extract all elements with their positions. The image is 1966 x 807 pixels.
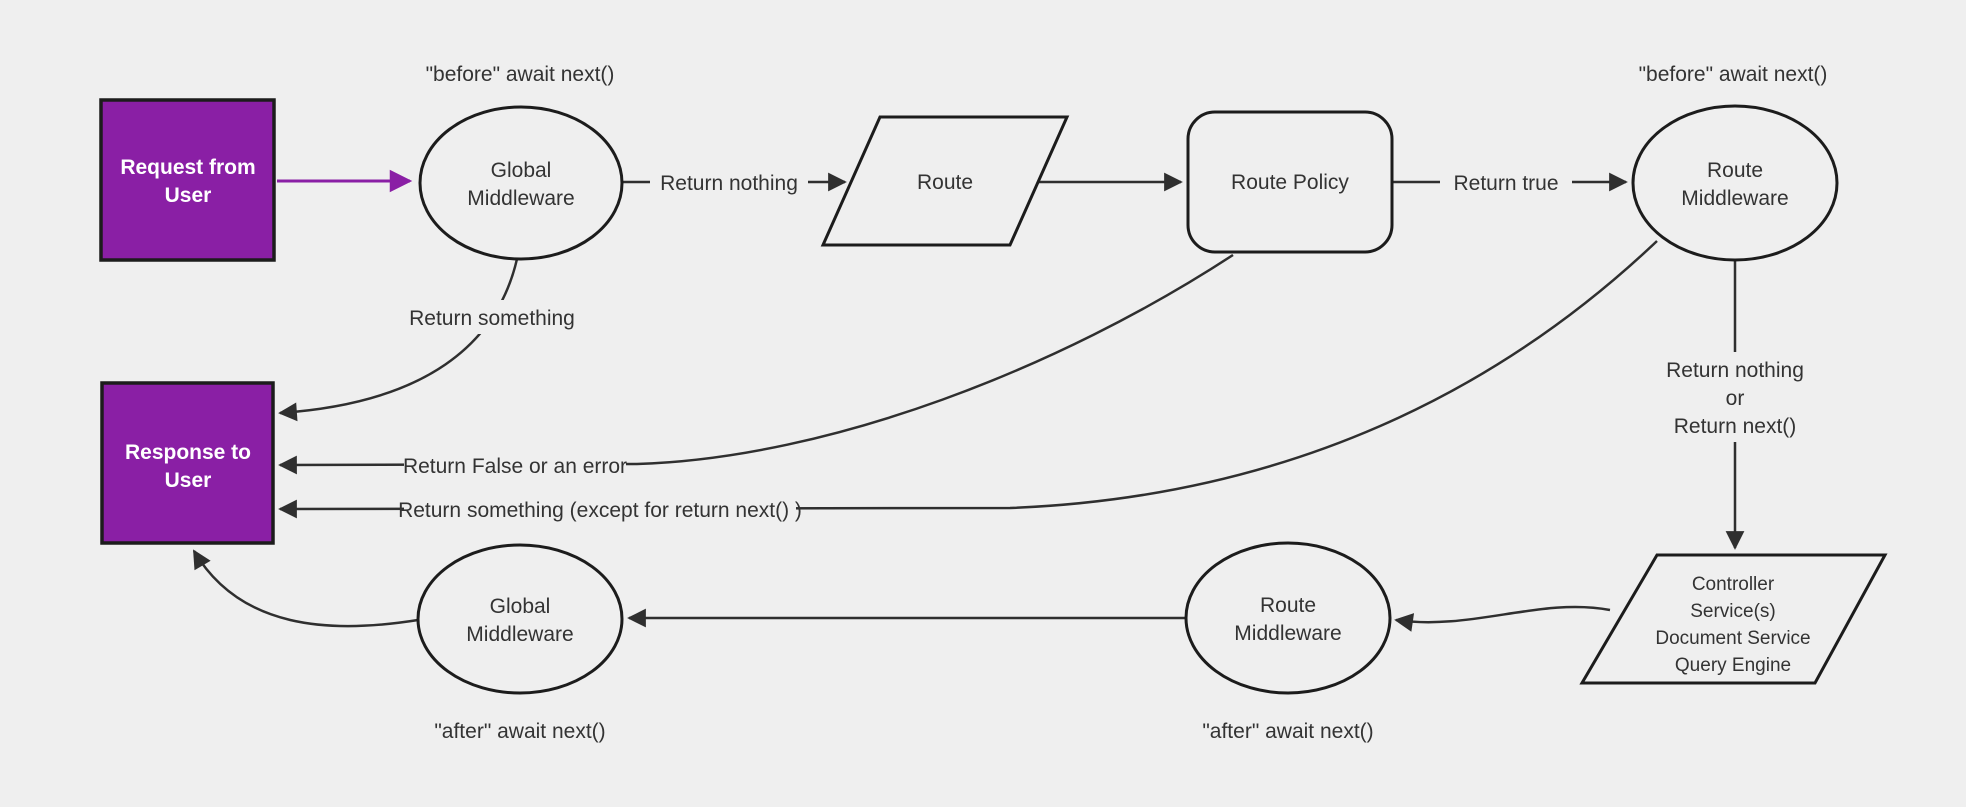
annotation-after-await-left: "after" await next() [434,720,605,743]
controller-parallelogram [1579,553,1888,685]
edge-controller-to-route-middleware-after [1394,605,1611,632]
edge-label-text: or [1726,387,1745,410]
request-from-user-box [99,98,276,262]
node-label-line1: Global [491,159,552,182]
node-label-line3: Document Service [1655,628,1810,649]
node-label-line2: Middleware [467,187,574,210]
annotation-before-await-left: "before" await next() [426,63,615,86]
edge-global-middleware-to-response [192,549,419,628]
label-background [406,300,578,334]
node-global-middleware-bottom: Global Middleware [416,543,624,695]
label-background [1440,166,1572,198]
node-label-line1: Route [1260,594,1316,617]
node-label: Route Policy [1231,171,1349,194]
node-response-to-user: Response to User [100,381,275,545]
node-label-line2: User [165,184,212,207]
node-label-line1: Route [1707,159,1763,182]
node-label-line2: Service(s) [1690,601,1776,622]
node-label-line2: Middleware [1234,622,1341,645]
node-global-middleware-top: Global Middleware [418,105,624,261]
node-route-policy: Route Policy [1186,110,1394,254]
label-background [404,493,796,525]
route-parallelogram [820,115,1070,247]
route-middleware-ellipse [1184,541,1392,695]
global-middleware-ellipse [416,543,624,695]
edge-label-text: Return something (except for return next… [398,499,802,522]
label-background [650,166,808,198]
node-label-line2: User [165,469,212,492]
edge-label-text: Return true [1453,172,1558,195]
annotation-before-await-right: "before" await next() [1639,63,1828,86]
route-policy-box [1186,110,1394,254]
edge-label-return-something-except: Return something (except for return next… [398,493,802,525]
edge-label-return-something: Return something [406,300,578,334]
edge-label-text: Return nothing [1666,359,1804,382]
edge-label-text: Return something [409,307,575,330]
edge-label-return-nothing: Return nothing [650,166,808,198]
node-label-line2: Middleware [466,623,573,646]
edge-route-middleware-return-something-except [278,240,1658,519]
edge-global-middleware-return-something [278,258,519,422]
node-route: Route [820,115,1070,247]
label-background [404,449,626,481]
node-route-middleware-top: Route Middleware [1631,104,1839,262]
node-request-from-user: Request from User [99,98,276,262]
edge-label-text: Return nothing [660,172,798,195]
edge-label-return-true: Return true [1440,166,1572,198]
response-to-user-box [100,381,275,545]
global-middleware-ellipse [418,105,624,261]
edge-label-return-false-or-error: Return False or an error [403,449,627,481]
node-label-line1: Global [490,595,551,618]
edge-label-text: Return next() [1674,415,1797,438]
node-controller-services: Controller Service(s) Document Service Q… [1579,553,1888,685]
route-middleware-ellipse [1631,104,1839,262]
edge-label-return-nothing-or-next: Return nothing or Return next() [1632,352,1838,442]
node-label-line4: Query Engine [1675,655,1791,676]
node-route-middleware-bottom: Route Middleware [1184,541,1392,695]
node-label-line2: Middleware [1681,187,1788,210]
node-label-line1: Request from [120,156,255,179]
node-label-line1: Controller [1692,574,1775,595]
node-label-line1: Response to [125,441,251,464]
annotation-after-await-right: "after" await next() [1202,720,1373,743]
label-background [1632,352,1838,442]
node-label: Route [917,171,973,194]
edge-label-text: Return False or an error [403,455,627,478]
edge-route-policy-return-false [278,253,1234,475]
